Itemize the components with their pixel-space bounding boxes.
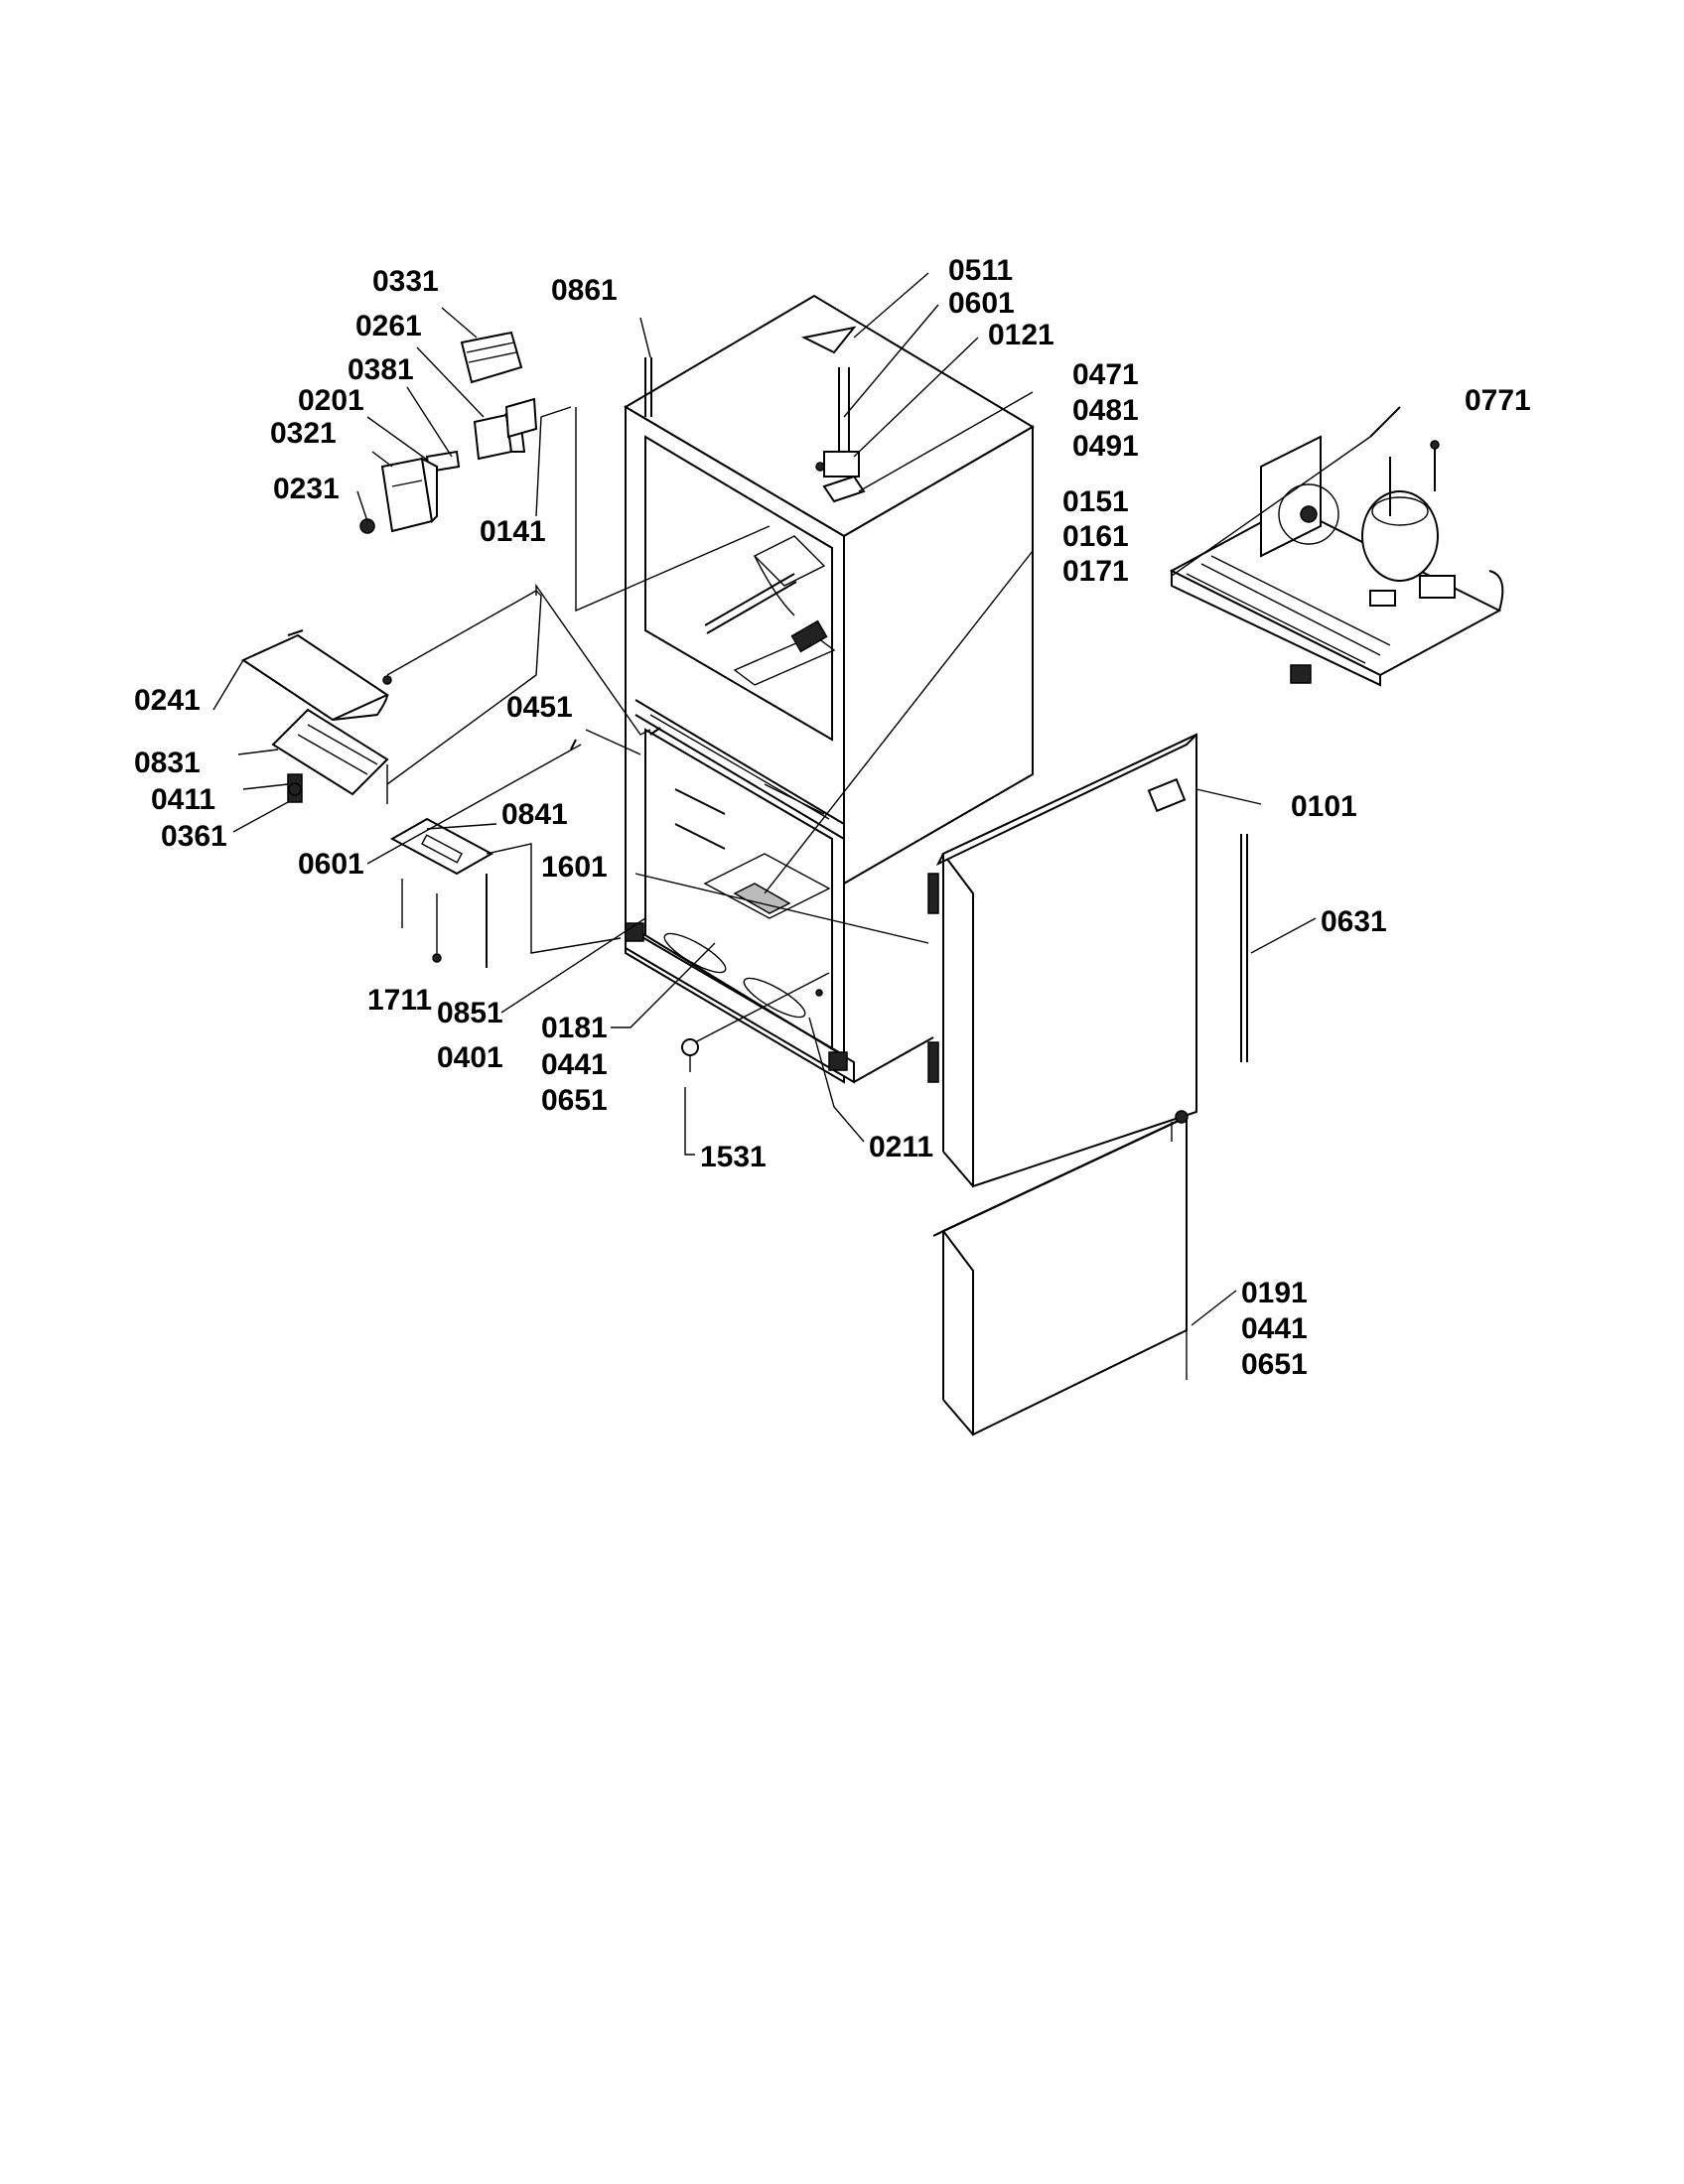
label-0201: 0201	[298, 384, 364, 417]
label-0141: 0141	[480, 515, 546, 548]
evaporator-cover	[240, 629, 392, 722]
label-0361: 0361	[161, 820, 227, 853]
label-0181: 0181	[541, 1012, 608, 1044]
label-1711: 1711	[367, 984, 432, 1017]
freezer-drawer	[932, 1110, 1189, 1436]
label-1601: 1601	[541, 851, 608, 884]
label-0261: 0261	[355, 310, 422, 342]
label-0471: 0471	[1072, 358, 1139, 391]
label-0101: 0101	[1291, 790, 1357, 823]
label-0491: 0491	[1072, 430, 1139, 463]
label-0401: 0401	[437, 1041, 503, 1074]
label-0511: 0511	[948, 254, 1013, 287]
label-0631: 0631	[1321, 905, 1387, 938]
label-0451: 0451	[506, 691, 573, 724]
label-0171: 0171	[1062, 555, 1129, 588]
label-0241: 0241	[134, 684, 201, 717]
label-0231: 0231	[273, 473, 340, 505]
cabinet	[624, 294, 1035, 1084]
part-labels: 0331 0261 0381 0201 0321 0231 0141 0861 …	[134, 254, 1531, 1381]
label-0411: 0411	[151, 783, 215, 816]
hardware	[570, 727, 823, 1072]
label-0381: 0381	[348, 353, 414, 386]
fresh-food-door	[927, 733, 1197, 1188]
label-0841: 0841	[501, 798, 568, 831]
label-0191: 0191	[1241, 1277, 1308, 1309]
label-0481: 0481	[1072, 394, 1139, 427]
control-assembly	[359, 331, 538, 534]
label-0321: 0321	[270, 417, 337, 450]
evaporator-tray	[271, 708, 389, 804]
label-0651-left: 0651	[541, 1084, 608, 1117]
label-0151: 0151	[1062, 485, 1129, 518]
hinge-pin	[644, 357, 652, 417]
label-0851: 0851	[437, 997, 503, 1029]
base-plate	[389, 817, 494, 968]
label-0121: 0121	[988, 319, 1054, 351]
label-0601-left: 0601	[298, 848, 364, 881]
label-0161: 0161	[1062, 520, 1129, 553]
label-1531: 1531	[700, 1141, 767, 1173]
label-0831: 0831	[134, 747, 201, 779]
label-0441-right: 0441	[1241, 1312, 1308, 1345]
label-0331: 0331	[372, 265, 439, 298]
top-hinge	[800, 326, 866, 503]
leader-lines	[212, 272, 1371, 1326]
label-0771: 0771	[1465, 384, 1531, 417]
label-0211: 0211	[869, 1131, 933, 1163]
label-0651-right: 0651	[1241, 1348, 1308, 1381]
door-handle	[1240, 834, 1248, 1062]
label-0441-left: 0441	[541, 1048, 608, 1081]
machine-compartment	[1169, 406, 1504, 687]
label-0861: 0861	[551, 274, 618, 307]
label-0601-top: 0601	[948, 287, 1015, 320]
